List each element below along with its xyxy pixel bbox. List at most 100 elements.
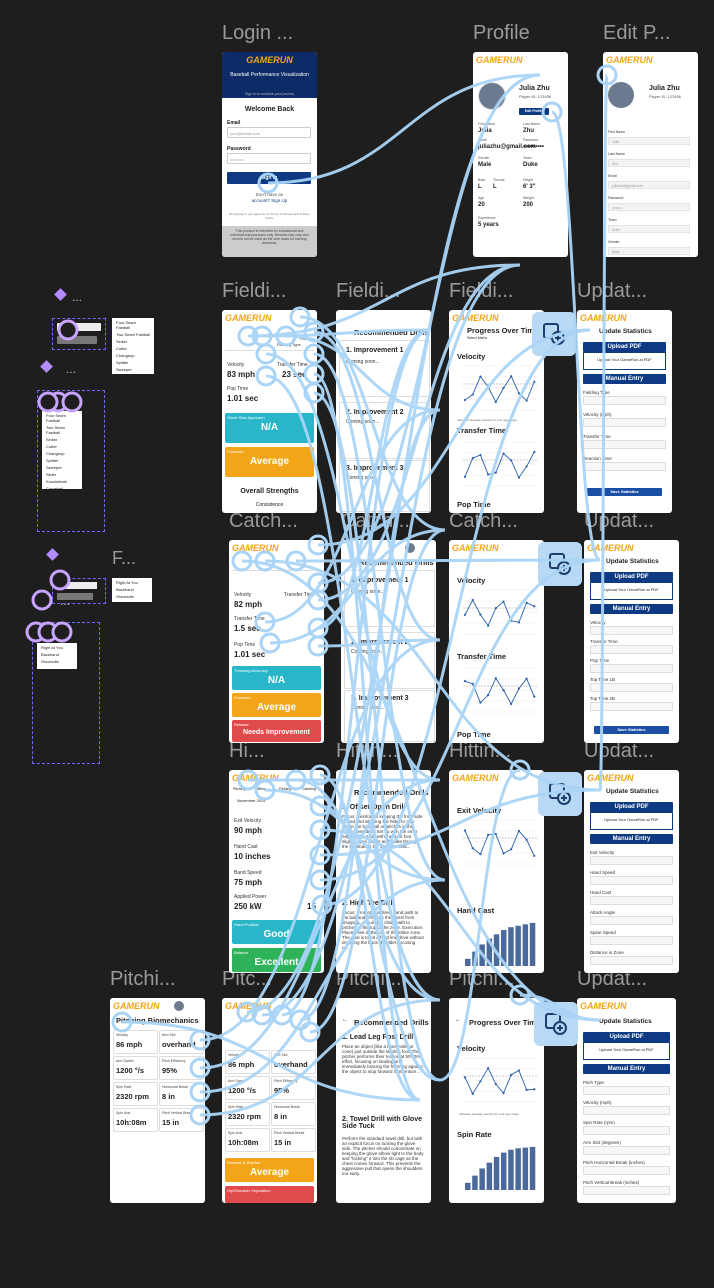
dropdown-option[interactable]: Two Seam Fastball <box>46 425 65 435</box>
add-frame-icon[interactable] <box>538 772 582 816</box>
update-field-input[interactable] <box>583 418 666 427</box>
back-arrow-icon[interactable]: ← <box>585 327 591 333</box>
dropdown-option[interactable]: Glovesdie <box>41 659 59 664</box>
component-label-3[interactable]: F... <box>112 548 137 568</box>
update-field-input[interactable] <box>590 626 673 635</box>
dropdown-option[interactable]: Sweeper <box>116 367 132 372</box>
tab-fielding[interactable]: Fielding <box>279 787 292 791</box>
update-field-input[interactable] <box>590 702 673 711</box>
dropdown-option[interactable]: Curveball <box>46 486 63 491</box>
update-field-input[interactable] <box>590 664 673 673</box>
email-input[interactable]: your@email.com <box>227 127 311 138</box>
fielding-type-select[interactable]: Fielding Type <box>277 342 301 347</box>
date-select[interactable]: November 2024 <box>237 798 266 803</box>
back-arrow-icon[interactable]: ← <box>342 1017 348 1023</box>
tab-pitching[interactable]: Pitching <box>233 787 246 791</box>
dropdown-option[interactable]: Four Seam Fastball <box>116 320 136 330</box>
frame-label-hitting-2[interactable]: Hittin... <box>336 740 399 762</box>
update-field-input[interactable] <box>583 1186 670 1195</box>
dropdown-option[interactable]: Backhand <box>41 652 59 657</box>
frame-label-pitching-0[interactable]: Pitchi... <box>110 968 176 990</box>
dropdown-option[interactable]: Splitter <box>116 360 129 365</box>
upload-area[interactable]: Upload Your GameRun.ai PDF <box>590 812 673 830</box>
update-field-input[interactable] <box>583 440 666 449</box>
frame-label-fielding-2[interactable]: Fieldi... <box>336 280 401 302</box>
frame-label-catching-1[interactable]: Catch... <box>229 510 298 532</box>
component-fielding-type-select[interactable] <box>52 578 106 604</box>
frame-label-update-hitting[interactable]: Updat... <box>584 740 655 762</box>
frame-label-edit-profile[interactable]: Edit P... <box>603 22 671 44</box>
upload-pdf-button[interactable]: Upload PDF <box>583 1032 670 1042</box>
dropdown-option[interactable]: Four Seam Fastball <box>46 413 66 423</box>
metric-select[interactable]: Select Metric <box>467 336 488 340</box>
dropdown-option[interactable]: Slider <box>116 374 127 379</box>
edit-field-input[interactable]: juliazhu@gmail.com <box>608 181 690 189</box>
edit-profile-button[interactable]: Edit Profile <box>519 108 549 115</box>
update-field-input[interactable] <box>590 856 673 865</box>
edit-field-input[interactable]: Zhu <box>608 159 690 167</box>
frame-label-fielding-1[interactable]: Fieldi... <box>222 280 287 302</box>
dropdown-option[interactable]: Backhand <box>116 587 134 592</box>
dropdown-option[interactable]: Curveball <box>116 388 133 393</box>
dropdown-option[interactable]: Slider <box>46 472 57 477</box>
dropdown-option[interactable]: Knuckleball <box>46 479 67 484</box>
component-pitch-type-select[interactable] <box>52 318 106 350</box>
dropdown-option[interactable]: Glovesdie <box>116 594 134 599</box>
back-arrow-icon[interactable]: ← <box>455 1017 461 1023</box>
sign-up-link[interactable]: account? Sign Up <box>251 198 288 203</box>
update-field-input[interactable] <box>583 1086 670 1095</box>
upload-pdf-button[interactable]: Upload PDF <box>590 572 673 582</box>
dropdown-option[interactable]: Knuckleball <box>116 381 137 386</box>
edit-field-input[interactable]: Julia <box>608 137 690 145</box>
update-field-input[interactable] <box>590 683 673 692</box>
edit-avatar[interactable] <box>608 82 634 108</box>
avatar[interactable] <box>405 543 415 553</box>
dropdown-option[interactable]: Cutter <box>116 346 127 351</box>
frame-label-update-fielding[interactable]: Updat... <box>577 280 648 302</box>
component-label-2[interactable]: ... <box>66 362 77 376</box>
back-arrow-icon[interactable]: ← <box>585 1017 591 1023</box>
update-field-input[interactable] <box>583 1126 670 1135</box>
tab-hitting[interactable]: Hitting <box>256 787 266 791</box>
update-field-input[interactable] <box>590 936 673 945</box>
dropdown-option[interactable]: Changeup <box>116 353 135 358</box>
upload-pdf-button[interactable]: Upload PDF <box>590 802 673 812</box>
dropdown-option[interactable]: Right At You <box>41 645 63 650</box>
dropdown-option[interactable]: Splitter <box>46 458 59 463</box>
password-input[interactable]: •••••••••• <box>227 153 311 164</box>
update-field-input[interactable] <box>590 916 673 925</box>
edit-field-input[interactable]: Male <box>608 247 690 255</box>
update-field-input[interactable] <box>583 462 666 471</box>
edit-field-input[interactable]: Duke <box>608 225 690 233</box>
sign-in-button[interactable]: Sign In <box>227 172 311 184</box>
dropdown-option[interactable]: Sweeper <box>46 465 62 470</box>
update-field-input[interactable] <box>590 956 673 965</box>
update-field-input[interactable] <box>583 396 666 405</box>
dropdown-option[interactable]: Cutter <box>46 444 57 449</box>
frame-label-catching-3[interactable]: Catch... <box>449 510 518 532</box>
fielding-tab[interactable]: Fielding <box>300 336 315 341</box>
add-frame-icon[interactable] <box>538 542 582 586</box>
frame-label-catching-2[interactable]: Catch... <box>341 510 410 532</box>
add-frame-icon[interactable] <box>532 312 576 356</box>
save-statistics-button[interactable]: Save Statistics <box>587 488 662 496</box>
frame-label-login[interactable]: Login ... <box>222 22 294 44</box>
update-field-input[interactable] <box>590 645 673 654</box>
dropdown-option[interactable]: Changeup <box>46 451 65 456</box>
frame-label-update-catching[interactable]: Updat... <box>584 510 655 532</box>
edit-field-input[interactable]: •••••••• <box>608 203 690 211</box>
frame-label-hitting-1[interactable]: Hi... <box>229 740 265 762</box>
frame-label-fielding-3[interactable]: Fieldi... <box>449 280 514 302</box>
upload-area[interactable]: Upload Your GameRun.ai PDF <box>583 1042 670 1060</box>
frame-label-profile[interactable]: Profile <box>473 22 530 44</box>
update-field-input[interactable] <box>590 876 673 885</box>
dropdown-option[interactable]: Sinker <box>116 339 128 344</box>
dropdown-option[interactable]: Two Seam Fastball <box>116 332 151 337</box>
upload-area[interactable]: Upload Your GameRun.ai PDF <box>583 352 666 370</box>
component-label-1[interactable]: ... <box>72 290 83 304</box>
